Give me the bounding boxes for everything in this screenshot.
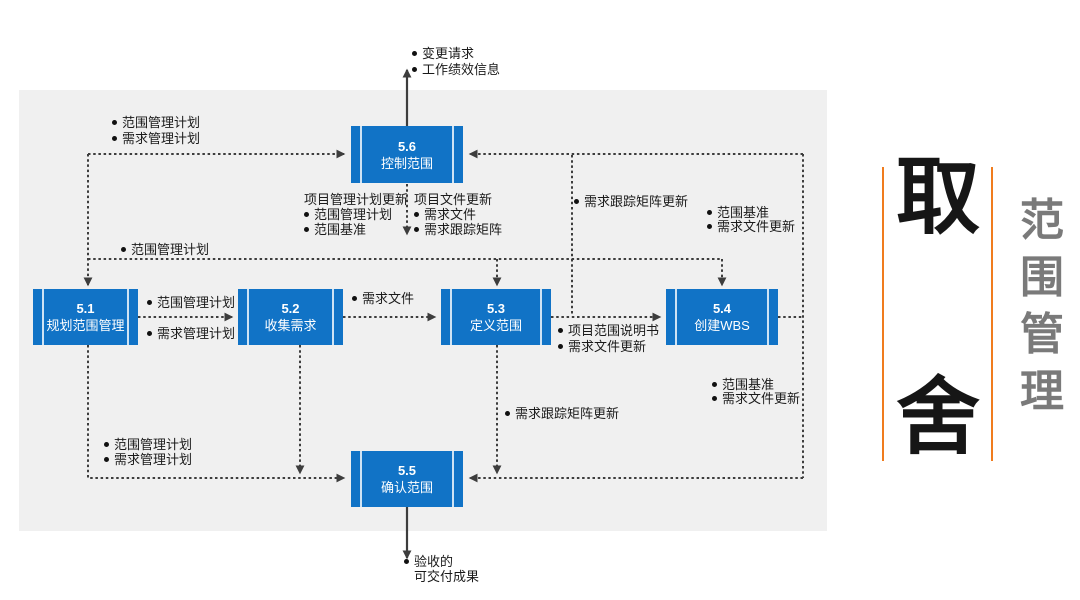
annotation-item: 范围基准	[707, 206, 795, 220]
annotation-req-docs: 需求文件	[352, 291, 414, 306]
annotation-top-output: 变更请求 工作绩效信息	[412, 46, 500, 78]
process-number: 5.1	[76, 301, 95, 316]
annotation-bottom-output: 验收的 可交付成果	[404, 554, 479, 584]
annotation-item: 工作绩效信息	[412, 62, 500, 78]
annotation-ctrl-inputs: 范围管理计划 需求管理计划	[112, 115, 200, 147]
annotation-item: 变更请求	[412, 46, 500, 62]
annotation-baseline-top: 范围基准 需求文件更新	[707, 206, 795, 234]
process-box-5-5: 5.5 确认范围	[351, 451, 463, 507]
annotation-item: 需求管理计划	[104, 452, 192, 467]
keyword-tradeoff: 取 舍	[888, 154, 988, 460]
annotation-item: 需求跟踪矩阵更新	[505, 406, 619, 421]
annotation-item: 需求管理计划	[112, 131, 200, 147]
annotation-item: 范围管理计划	[147, 295, 235, 310]
title-char: 范	[1020, 196, 1064, 245]
annotation-item: 范围基准	[304, 222, 408, 237]
annotation-item: 需求文件	[414, 207, 502, 222]
process-number: 5.4	[712, 301, 732, 316]
process-number: 5.5	[397, 463, 417, 478]
annotation-validate-inputs: 范围管理计划 需求管理计划	[104, 437, 192, 467]
process-number: 5.3	[486, 301, 506, 316]
annotation-rtm-bottom: 需求跟踪矩阵更新	[505, 406, 619, 421]
annotation-item: 范围管理计划	[104, 437, 192, 452]
accent-line-right	[991, 167, 993, 461]
process-number: 5.2	[281, 301, 300, 316]
process-box-5-1: 5.1 规划范围管理	[33, 289, 138, 345]
annotation-item: 需求文件更新	[712, 392, 800, 406]
title-char: 管	[1020, 310, 1064, 359]
annotation-item: 项目范围说明书	[558, 323, 659, 339]
annotation-plan-to-collect-b: 需求管理计划	[147, 326, 235, 341]
keyword-top-char: 取	[895, 150, 980, 244]
annotation-item: 需求文件更新	[558, 339, 659, 355]
title-char: 围	[1020, 253, 1064, 302]
annotation-item: 需求文件	[352, 291, 414, 306]
annotation-scope-plan-mid: 范围管理计划	[121, 242, 209, 257]
process-box-5-2: 5.2 收集需求	[238, 289, 343, 345]
annotation-plan-to-collect-a: 范围管理计划	[147, 295, 235, 310]
annotation-baseline-bottom: 范围基准 需求文件更新	[712, 378, 800, 406]
annotation-item: 范围基准	[712, 378, 800, 392]
annotation-item: 需求跟踪矩阵更新	[574, 194, 688, 209]
title-char: 理	[1020, 367, 1064, 416]
process-name: 创建WBS	[694, 318, 750, 333]
accent-line-left	[882, 167, 884, 461]
annotation-pm-plan-updates: 项目管理计划更新 范围管理计划 范围基准	[304, 192, 408, 237]
annotation-doc-updates: 项目文件更新 需求文件 需求跟踪矩阵	[414, 192, 502, 237]
process-name: 规划范围管理	[46, 318, 125, 333]
process-box-5-6: 5.6 控制范围	[351, 126, 463, 183]
process-name: 控制范围	[380, 155, 433, 171]
annotation-item: 范围管理计划	[304, 207, 408, 222]
annotation-item: 范围管理计划	[121, 242, 209, 257]
annotation-item: 需求跟踪矩阵	[414, 222, 502, 237]
annotation-rtm-top: 需求跟踪矩阵更新	[574, 194, 688, 209]
annotation-scope-statement: 项目范围说明书 需求文件更新	[558, 323, 659, 355]
annotation-item: 验收的	[404, 554, 479, 569]
process-name: 确认范围	[380, 480, 433, 495]
process-name: 定义范围	[469, 318, 522, 333]
process-name: 收集需求	[264, 318, 317, 333]
process-box-5-4: 5.4 创建WBS	[666, 289, 778, 345]
annotation-item: 可交付成果	[414, 569, 480, 584]
annotation-heading: 项目文件更新	[414, 192, 493, 207]
annotation-item: 范围管理计划	[112, 115, 200, 131]
vertical-chapter-title: 范 围 管 理	[1012, 192, 1072, 420]
process-number: 5.6	[397, 138, 417, 154]
keyword-bottom-char: 舍	[895, 370, 980, 464]
annotation-item: 需求文件更新	[707, 220, 795, 234]
annotation-heading: 项目管理计划更新	[304, 192, 409, 207]
annotation-item: 需求管理计划	[147, 326, 235, 341]
process-box-5-3: 5.3 定义范围	[441, 289, 551, 345]
